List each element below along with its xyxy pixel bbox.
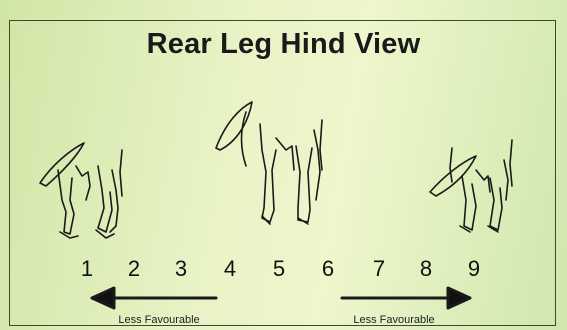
tail-left	[40, 143, 84, 186]
score-number: 1	[81, 256, 93, 282]
right-arrow-label: Less Favourable	[353, 314, 434, 326]
score-number: 8	[420, 256, 432, 282]
score-number: 4	[224, 256, 236, 282]
tail-right	[430, 156, 476, 196]
score-number: 3	[175, 256, 187, 282]
score-number: 2	[128, 256, 140, 282]
arrow-right	[342, 288, 470, 308]
score-number: 9	[468, 256, 480, 282]
leg-figure-wide	[430, 140, 512, 232]
score-number: 7	[373, 256, 385, 282]
left-arrow-label: Less Favourable	[118, 314, 199, 326]
arrow-left	[92, 288, 216, 308]
tail-center	[216, 102, 252, 150]
leg-figure-ideal	[216, 102, 322, 224]
score-number: 5	[273, 256, 285, 282]
leg-figure-cow-hocked	[40, 143, 122, 238]
score-number: 6	[322, 256, 334, 282]
